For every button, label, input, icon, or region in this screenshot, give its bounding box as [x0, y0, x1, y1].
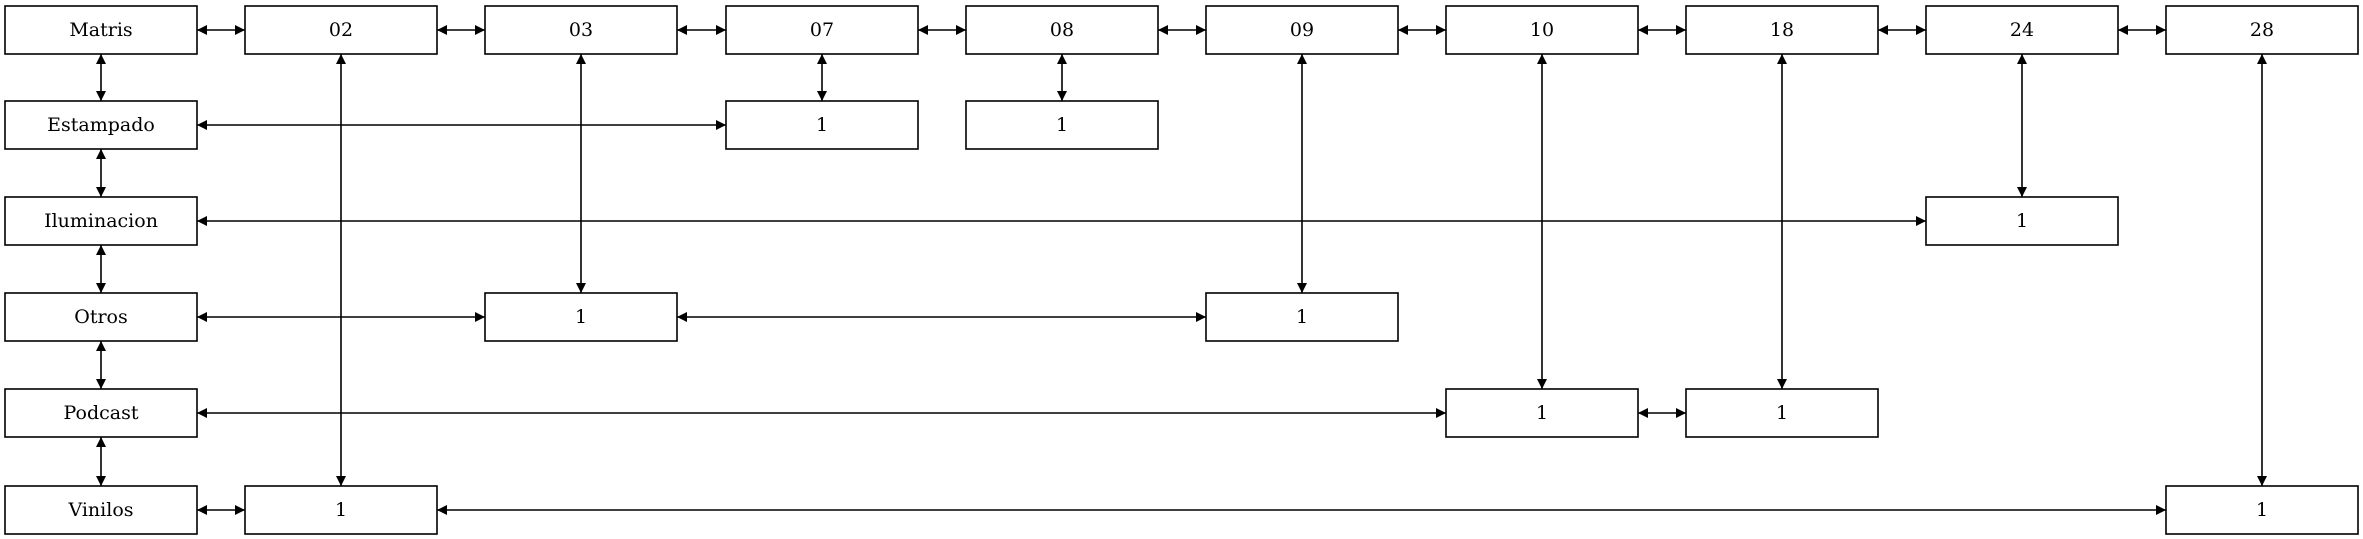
node-07: 07: [725, 5, 919, 55]
cell-estampado-08: 1: [965, 100, 1159, 150]
node-label: 03: [569, 19, 593, 41]
node-podcast: Podcast: [4, 388, 198, 438]
node-02: 02: [244, 5, 438, 55]
cell-podcast-10: 1: [1445, 388, 1639, 438]
node-10: 10: [1445, 5, 1639, 55]
node-28: 28: [2165, 5, 2359, 55]
node-09: 09: [1205, 5, 1399, 55]
node-label: 10: [1530, 19, 1554, 41]
cell-otros-09: 1: [1205, 292, 1399, 342]
cell-value: 1: [575, 306, 587, 328]
cell-value: 1: [2256, 499, 2268, 521]
node-18: 18: [1685, 5, 1879, 55]
cell-value: 1: [2016, 210, 2028, 232]
node-label: Matris: [69, 19, 132, 41]
node-matris: Matris: [4, 5, 198, 55]
cell-value: 1: [1056, 114, 1068, 136]
cell-value: 1: [1296, 306, 1308, 328]
cell-estampado-07: 1: [725, 100, 919, 150]
cell-value: 1: [335, 499, 347, 521]
node-vinilos: Vinilos: [4, 485, 198, 535]
cell-value: 1: [816, 114, 828, 136]
cell-value: 1: [1776, 402, 1788, 424]
cell-vinilos-28: 1: [2165, 485, 2359, 535]
node-label: Iluminacion: [44, 210, 158, 232]
node-label: 18: [1770, 19, 1794, 41]
node-label: Estampado: [47, 114, 155, 136]
node-otros: Otros: [4, 292, 198, 342]
node-estampado: Estampado: [4, 100, 198, 150]
node-label: 08: [1050, 19, 1074, 41]
node-03: 03: [484, 5, 678, 55]
node-label: Vinilos: [67, 499, 133, 521]
node-label: 28: [2250, 19, 2274, 41]
node-24: 24: [1925, 5, 2119, 55]
node-label: 07: [810, 19, 834, 41]
cell-vinilos-02: 1: [244, 485, 438, 535]
cell-podcast-18: 1: [1685, 388, 1879, 438]
node-label: 24: [2010, 19, 2034, 41]
node-iluminacion: Iluminacion: [4, 196, 198, 246]
node-label: 02: [329, 19, 353, 41]
edge-layer: [96, 25, 2267, 515]
node-label: 09: [1290, 19, 1314, 41]
cell-otros-03: 1: [484, 292, 678, 342]
node-label: Podcast: [64, 402, 139, 424]
node-label: Otros: [74, 306, 127, 328]
node-08: 08: [965, 5, 1159, 55]
cell-iluminacion-24: 1: [1925, 196, 2119, 246]
cell-value: 1: [1536, 402, 1548, 424]
